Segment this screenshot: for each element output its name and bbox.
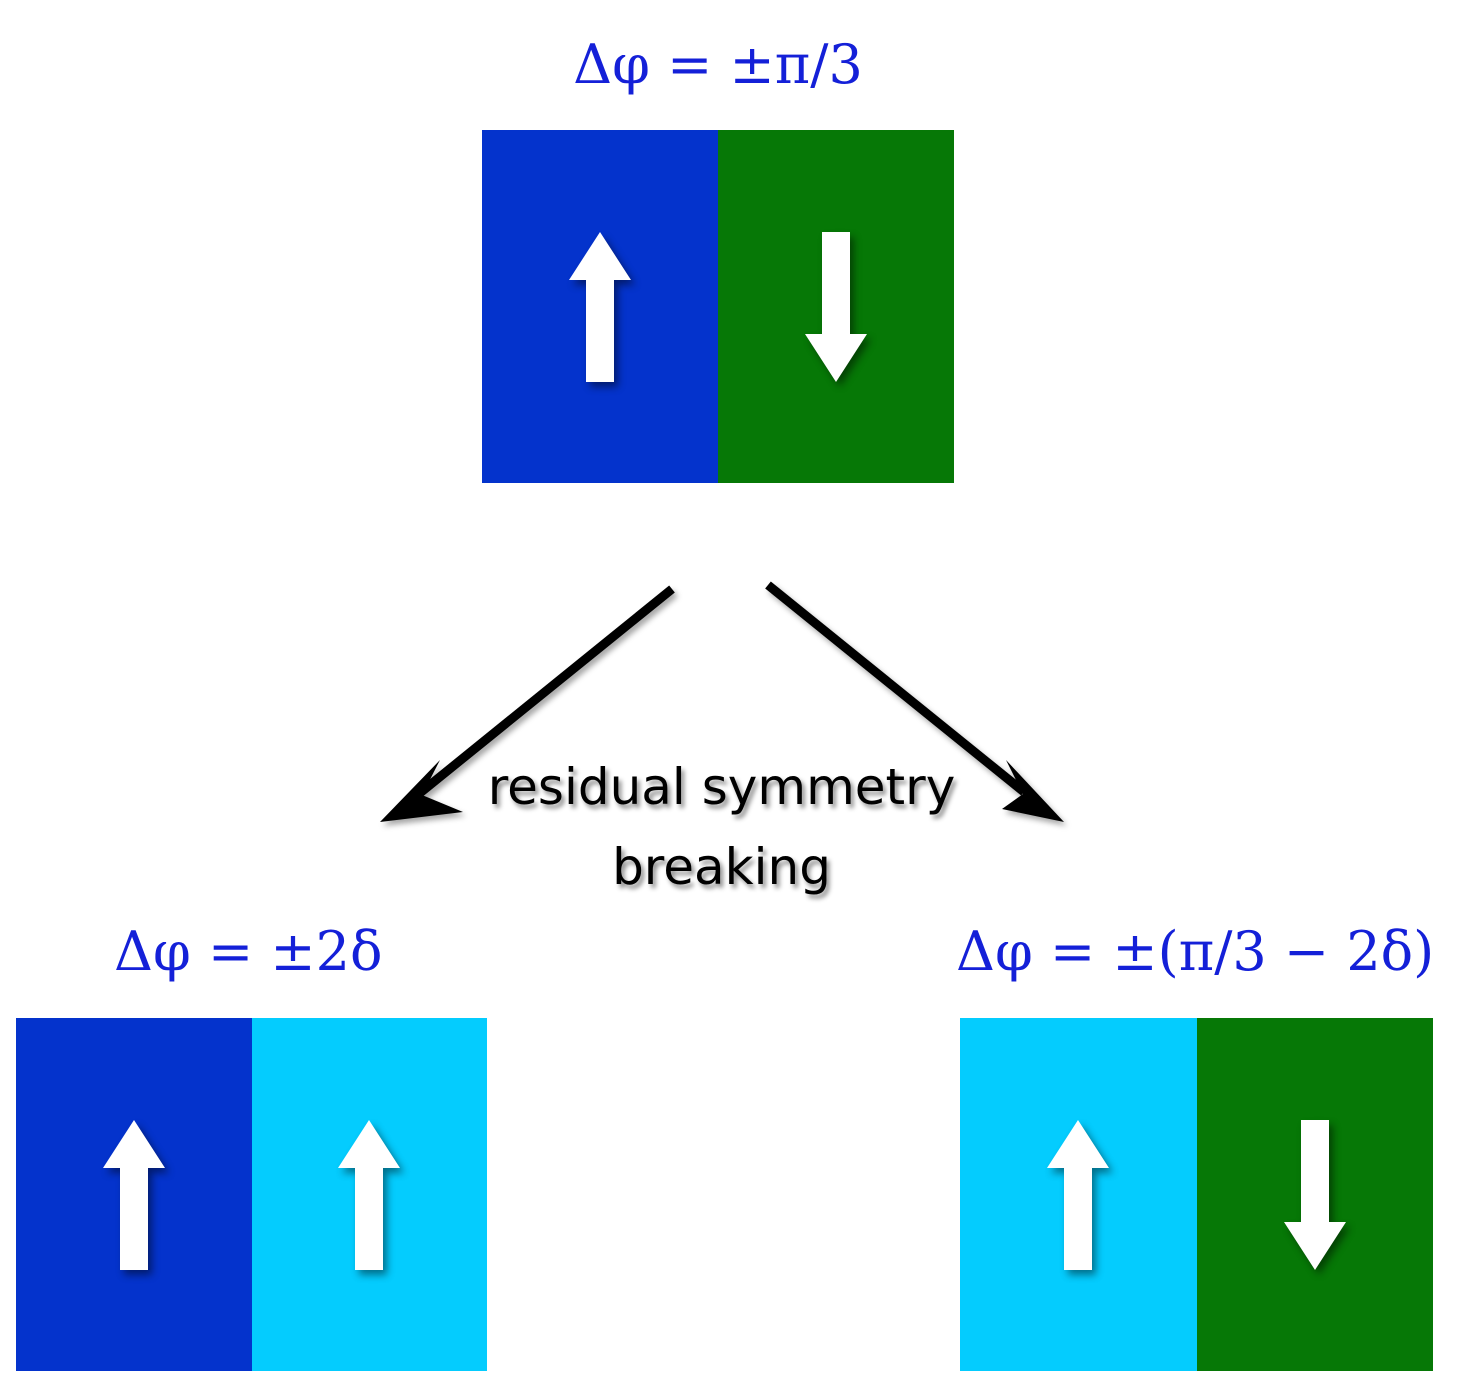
spin-up-arrow-icon <box>1047 1119 1110 1270</box>
top-right-domain <box>718 130 954 483</box>
top-phase-label: Δφ = ±π/3 <box>573 33 863 96</box>
bottom-right-left-domain <box>960 1018 1197 1371</box>
bottom-right-phase-label: Δφ = ±(π/3 − 2δ) <box>956 920 1435 983</box>
top-domain-panel <box>482 130 954 483</box>
bottom-left-phase-label: Δφ = ±2δ <box>114 920 383 983</box>
bottom-right-domain-panel <box>960 1018 1433 1371</box>
bottom-left-right-domain <box>251 1018 487 1371</box>
spin-up-arrow-icon <box>102 1119 165 1270</box>
spin-up-arrow-icon <box>338 1119 401 1270</box>
bottom-left-domain-panel <box>16 1018 487 1371</box>
bottom-right-right-domain <box>1196 1018 1433 1371</box>
left-branch-arrow-icon <box>380 585 675 822</box>
spin-up-arrow-icon <box>569 231 631 382</box>
top-left-domain <box>482 130 718 483</box>
caption-line-1: residual symmetry <box>487 758 956 816</box>
spin-down-arrow-icon <box>1283 1119 1346 1270</box>
caption-line-2: breaking <box>612 838 831 896</box>
spin-down-arrow-icon <box>805 231 867 382</box>
right-branch-arrow-icon <box>765 581 1064 822</box>
bottom-left-left-domain <box>16 1018 252 1371</box>
